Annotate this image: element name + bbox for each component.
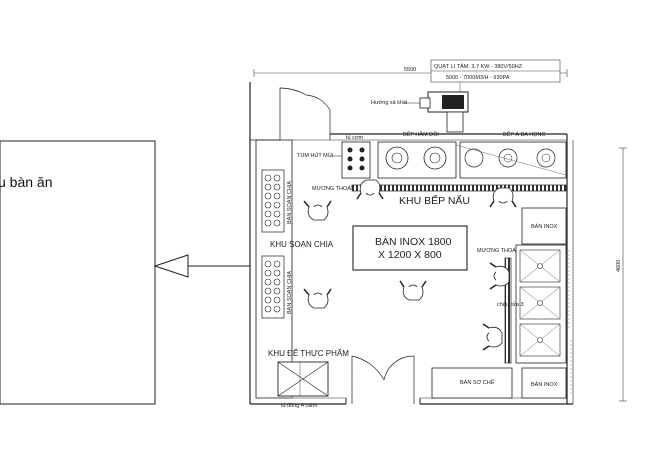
prep-table-1-label: BÀN SOẠN CHIA	[286, 181, 293, 224]
three-burner-stove: BẾP Á BA HỌNG	[455, 131, 567, 179]
sink-label: chậu rửa 3	[497, 301, 524, 308]
top-door	[279, 87, 331, 140]
dining-area-label: u bàn ăn	[0, 174, 53, 190]
dining-area: u bàn ăn	[0, 140, 156, 405]
prep-counter	[255, 139, 293, 399]
fan-spec-line-2: 5000 - 7000M3/H - 930PA	[446, 75, 510, 81]
prep-table-2: BÀN SOẠN CHIA	[261, 255, 293, 319]
chef-figure-6	[489, 262, 510, 290]
double-stove-label: BẾP HẦM ĐÔI	[403, 131, 439, 138]
three-burner-label: BẾP Á BA HỌNG	[503, 131, 546, 138]
fan-spec-line-1: QUẠT LI TÂM: 3.7 KW - 380V/50HZ	[434, 63, 523, 70]
right-drain-channel: MƯƠNG THOÁT SÀN	[477, 247, 532, 364]
exhaust-direction-label: Hướng xả khói	[371, 100, 407, 106]
triple-sink: chậu rửa 3	[497, 244, 567, 364]
top-drain-channel: MƯƠNG THOÁT SÀN	[312, 184, 567, 192]
exhaust-fan-spec: QUẠT LI TÂM: 3.7 KW - 380V/50HZ 5000 - 7…	[430, 59, 561, 92]
pre-processing-label: BÀN SƠ CHẾ	[460, 379, 495, 386]
prep-table-2-label: BÀN SOẠN CHIA	[286, 271, 293, 314]
bottom-door	[345, 355, 421, 404]
right-drain-label: MƯƠNG THOÁT SÀN	[477, 247, 532, 254]
four-door-freezer: tủ đông 4 cánh	[277, 361, 329, 409]
center-table-line-1: BÀN INOX 1800	[375, 235, 452, 248]
kitchen-walls	[249, 82, 574, 405]
exhaust-hood-label: TUM HÚT MÙI	[297, 152, 334, 159]
pre-processing-table: BÀN SƠ CHẾ	[431, 367, 513, 399]
chef-figure-3	[489, 187, 517, 208]
center-stainless-table: BÀN INOX 1800 X 1200 X 800	[352, 225, 468, 271]
stainless-table-top: BÀN INOX	[521, 207, 567, 245]
dimension-width-label: 5500	[404, 67, 416, 73]
freezer-label: tủ đông 4 cánh	[281, 402, 317, 409]
chef-figure-2	[356, 179, 384, 200]
prep-zone-label: KHU SOẠN CHIA	[270, 240, 334, 249]
exhaust-fan-unit: Hướng xả khói	[371, 91, 469, 133]
stainless-table-bottom-label: BÀN INOX	[531, 381, 558, 388]
stainless-table-bottom: BÀN INOX	[521, 367, 567, 399]
flow-arrow	[153, 254, 250, 278]
double-stock-stove: BẾP HẦM ĐÔI	[377, 131, 457, 179]
rice-cabinet-label: tủ cơm	[346, 134, 363, 141]
dimension-height: 4600	[616, 147, 627, 402]
cooking-zone-label: KHU BẾP NẤU	[399, 194, 470, 207]
top-drain-label: MƯƠNG THOÁT SÀN	[312, 185, 367, 192]
stainless-table-top-label: BÀN INOX	[531, 223, 558, 230]
rice-cabinet: tủ cơm	[341, 134, 371, 179]
right-wall-notes	[568, 250, 572, 396]
chef-figure-7	[482, 323, 503, 351]
chef-figure-5	[303, 288, 332, 309]
dimension-height-label: 4600	[616, 260, 622, 272]
chef-figure-1	[303, 200, 332, 221]
chef-figure-4	[399, 280, 427, 301]
food-storage-label: KHU ĐỂ THỰC PHẨM	[268, 349, 349, 358]
center-table-line-2: X 1200 X 800	[378, 249, 442, 261]
prep-table-1: BÀN SOẠN CHIA	[261, 169, 293, 233]
